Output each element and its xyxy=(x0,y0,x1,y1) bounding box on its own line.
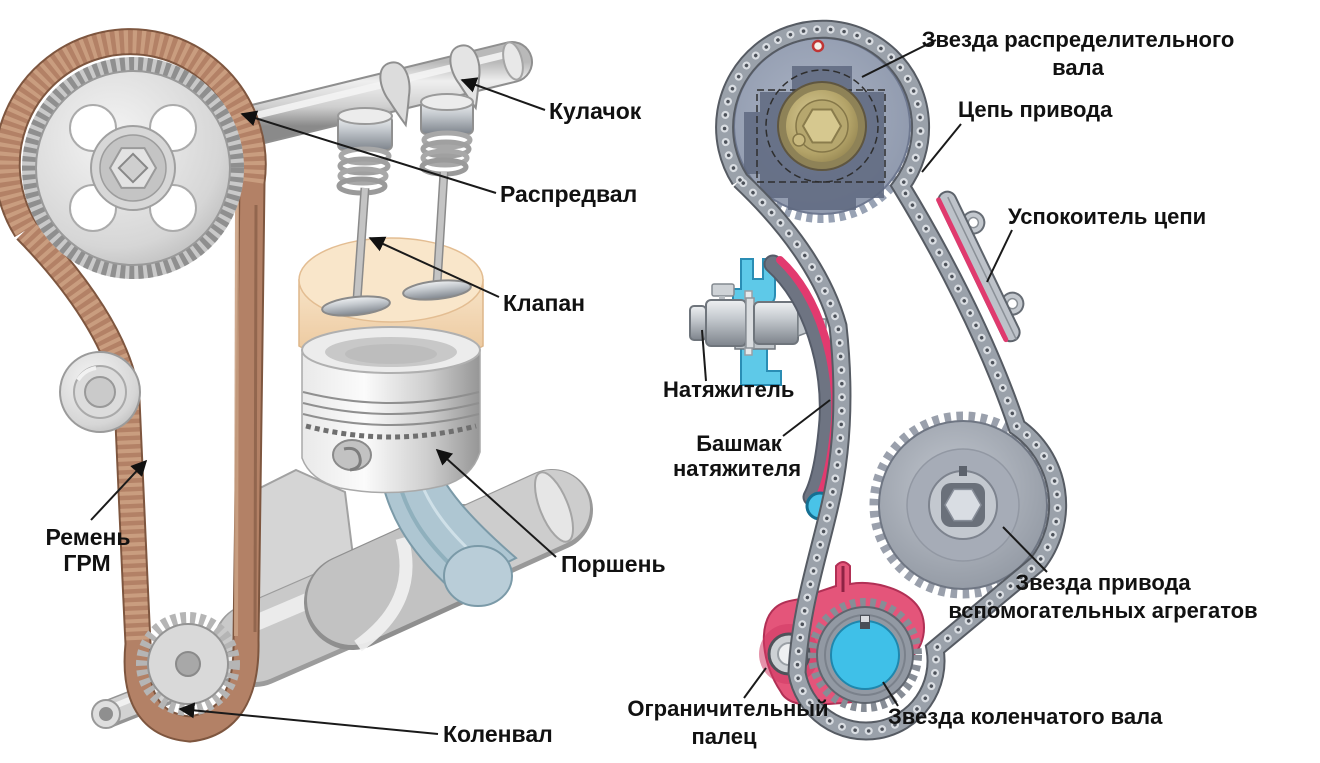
leader-cam-lobe xyxy=(460,77,546,111)
camshaft-sprocket-bolt xyxy=(801,108,843,144)
label-camshaft: Распредвал xyxy=(500,181,637,207)
label-valve: Клапан xyxy=(503,290,585,316)
label-crankshaft-sprocket: Звезда коленчатого вала xyxy=(888,704,1163,729)
leader-piston xyxy=(435,448,557,558)
label-camshaft-sprocket-line1: Звезда распределительного xyxy=(922,27,1235,52)
label-cam-lobe: Кулачок xyxy=(549,98,642,124)
label-aux-sprocket-line1: Звезда привода xyxy=(1015,570,1191,595)
aux-sprocket-nut xyxy=(944,488,982,522)
timing-mark xyxy=(811,39,825,53)
leader-crankshaft xyxy=(178,702,439,735)
valve-spring-assembly xyxy=(336,107,393,196)
label-crankshaft: Коленвал xyxy=(443,721,553,747)
valve-spring-assembly xyxy=(419,93,474,177)
piston xyxy=(301,326,481,494)
belt-drive-illustration: Кулачок Распредвал Клапан Ремень ГРМ Пор… xyxy=(0,28,666,747)
label-drive-chain: Цепь привода xyxy=(958,97,1113,122)
idler-roller xyxy=(59,351,141,433)
valve xyxy=(321,187,391,317)
label-tensioner: Натяжитель xyxy=(663,377,794,402)
valve xyxy=(402,171,472,301)
camshaft-pulley xyxy=(22,57,244,279)
leader-timing-belt xyxy=(90,459,148,521)
leader-tensioner-shoe xyxy=(782,399,831,437)
tensioner xyxy=(689,258,827,386)
label-timing-belt-line1: Ремень xyxy=(45,524,130,550)
pulley-teeth xyxy=(22,57,244,279)
label-timing-belt-line2: ГРМ xyxy=(63,550,110,576)
chain-rollers xyxy=(720,25,1062,736)
piston-ring xyxy=(302,413,480,426)
label-aux-sprocket-line2: вспомогательных агрегатов xyxy=(948,598,1257,623)
label-limit-pin-line1: Ограничительный xyxy=(627,696,828,721)
label-tensioner-shoe-line1: Башмак xyxy=(696,431,783,456)
leader-aux-sprocket xyxy=(1002,526,1048,573)
leader-camshaft xyxy=(240,110,497,194)
piston-ring xyxy=(302,402,480,415)
housing-dashed-circle xyxy=(765,69,879,183)
label-tensioner-shoe-line2: натяжителя xyxy=(673,456,801,481)
chain-drive-illustration: Звезда распределительного вала Цепь прив… xyxy=(627,19,1258,749)
label-camshaft-sprocket-line2: вала xyxy=(1052,55,1104,80)
leader-tensioner xyxy=(701,329,707,382)
label-chain-damper: Успокоитель цепи xyxy=(1008,204,1206,229)
chain-damper xyxy=(936,190,1025,343)
label-limit-pin-line2: палец xyxy=(692,724,757,749)
leader-valve xyxy=(368,236,500,298)
leader-chain-damper xyxy=(986,229,1013,283)
leader-crankshaft-sprocket xyxy=(882,681,899,707)
drive-chain xyxy=(715,19,1068,741)
cam-lobe xyxy=(379,61,411,128)
pulley-hex-bolt xyxy=(108,147,158,189)
piston-pin-boss xyxy=(332,439,372,471)
leader-camshaft-sprocket xyxy=(861,39,937,78)
piston-oil-ring xyxy=(305,423,477,440)
crankshaft-belt-sprocket xyxy=(136,612,240,716)
leader-drive-chain xyxy=(921,123,962,173)
tensioner-bolt xyxy=(711,283,735,297)
piston-ring xyxy=(302,391,480,404)
crankshaft-chain-sprocket xyxy=(808,598,922,712)
leader-limit-pin xyxy=(743,667,767,699)
camshaft-sprocket xyxy=(725,29,919,223)
label-piston: Поршень xyxy=(561,551,666,577)
aux-keyway xyxy=(959,466,967,476)
